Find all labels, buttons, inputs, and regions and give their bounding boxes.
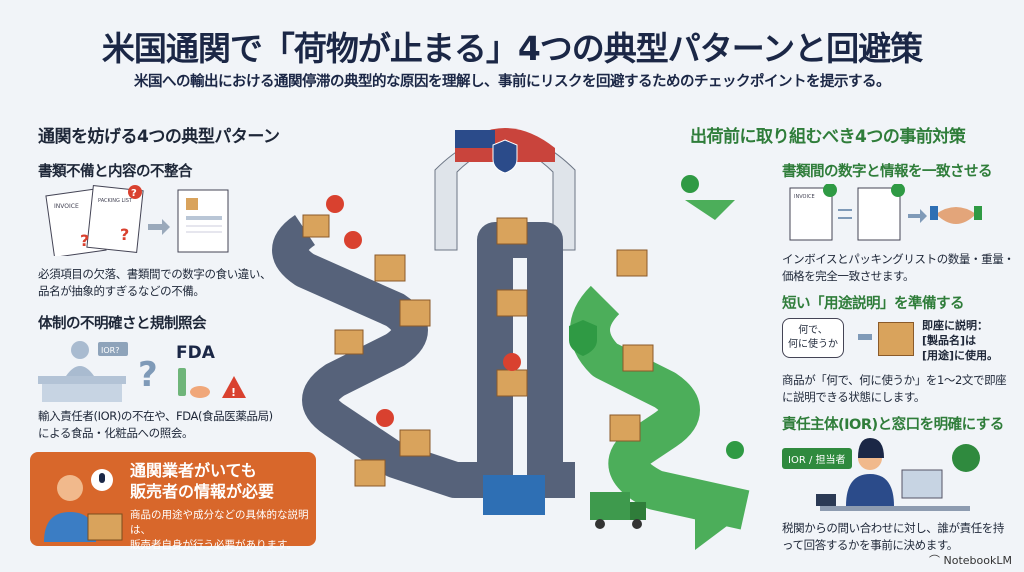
shield-icon: [569, 320, 597, 356]
seller-info-callout: 通関業者がいても 販売者の情報が必要 商品の用途や成分などの具体的な説明は、 販…: [30, 452, 316, 551]
ior-bubble: IOR?: [101, 346, 119, 355]
svg-text:?: ?: [120, 225, 129, 244]
desc-line: 品名が抽象的すぎるなどの不備。: [38, 284, 205, 298]
note-line: [用途]に使用。: [922, 349, 999, 362]
callout-desc: 販売者自身が行う必要があります。: [130, 539, 297, 551]
pattern-2-title: 体制の不明確さと規制照会: [38, 316, 207, 332]
desc-line: 輸入責任者(IOR)の不在や、FDA(食品医薬品局): [38, 409, 273, 423]
green-arrow-path: [570, 285, 750, 530]
right-heading: 出荷前に取り組むべき4つの事前対策: [690, 127, 966, 147]
invoice-label: INVOICE: [794, 194, 815, 200]
brand-label: NotebookLM: [943, 554, 1012, 567]
package-icon: [878, 322, 914, 356]
notebooklm-brand: ⌒ NotebookLM: [929, 552, 1012, 568]
matching-documents-icon: INVOICE: [789, 184, 982, 241]
callout-title: 販売者の情報が必要: [130, 482, 275, 501]
callout-desc: 商品の用途や成分などの具体的な説明は、: [130, 509, 309, 536]
measure-2-title: 短い「用途説明」を準備する: [782, 296, 965, 312]
invoice-label: INVOICE: [54, 203, 79, 210]
ior-contact-illustration: [816, 438, 980, 511]
customs-gate-arch-icon: [434, 128, 576, 251]
ior-fda-illustration: IOR? ? FDA !: [38, 341, 246, 402]
check-icons: [681, 175, 744, 459]
container-icon: [483, 475, 545, 515]
desc-line: 価格を完全一致させます。: [782, 269, 915, 283]
desc-line: に説明できる状態にします。: [782, 390, 925, 404]
stop-icons: [326, 195, 521, 427]
mismatched-documents-icon: INVOICE PACKING LIST ? ? ?: [45, 185, 229, 256]
usage-note: 即座に説明： [製品名]は [用途]に使用。: [922, 318, 998, 363]
page-title: 米国通関で「荷物が止まる」4つの典型パターンと回避策: [101, 29, 923, 68]
usage-speech-bubble: 何で、 何に使うか: [782, 318, 844, 358]
delivery-truck-icon: [590, 492, 646, 529]
measure-3-desc: 税関からの問い合わせに対し、誰が責任を持 って回答するかを事前に決めます。: [782, 520, 1004, 554]
ior-tag: IOR / 担当者: [782, 448, 852, 469]
svg-text:?: ?: [80, 231, 89, 250]
pattern-1-title: 書類不備と内容の不整合: [38, 164, 193, 180]
desc-line: って回答するかを事前に決めます。: [782, 538, 958, 552]
svg-text:?: ?: [131, 188, 137, 199]
pattern-1-desc: 必須項目の欠落、書類間での数字の食い違い、 品名が抽象的すぎるなどの不備。: [38, 266, 272, 300]
desc-line: インボイスとパッキングリストの数量・重量・: [782, 252, 1015, 266]
seller-with-box-icon: [44, 469, 123, 542]
svg-text:!: !: [231, 386, 236, 399]
conveyor-belt: [272, 215, 575, 498]
notebooklm-logo-icon: ⌒: [929, 554, 944, 567]
customs-flow-illustration: [272, 128, 750, 550]
pattern-2-desc: 輸入責任者(IOR)の不在や、FDA(食品医薬品局) による食品・化粧品への照会…: [38, 408, 273, 442]
officer-shield-icon: [952, 444, 980, 472]
measure-2-desc: 商品が「何で、何に使うか」を1～2文で即座 に説明できる状態にします。: [782, 372, 1007, 406]
callout-title: 通関業者がいても: [130, 461, 257, 480]
page-subtitle: 米国への輸出における通関停滞の典型的な原因を理解し、事前にリスクを回避するための…: [134, 74, 891, 90]
handshake-icon: [930, 206, 982, 224]
desc-line: 商品が「何で、何に使うか」を1～2文で即座: [782, 373, 1007, 387]
desc-line: 必須項目の欠落、書類間での数字の食い違い、: [38, 267, 272, 281]
measure-3-title: 責任主体(IOR)と窓口を明確にする: [782, 417, 1004, 433]
measure-1-desc: インボイスとパッキングリストの数量・重量・ 価格を完全一致させます。: [782, 251, 1015, 285]
bubble-line: 何で、: [798, 325, 828, 336]
bubble-line: 何に使うか: [788, 339, 838, 350]
packing-list-label: PACKING LIST: [98, 198, 133, 204]
phone-icon: [816, 494, 836, 506]
desc-line: 税関からの問い合わせに対し、誰が責任を持: [782, 521, 1004, 535]
fda-logo: FDA: [176, 343, 216, 363]
package-boxes: [302, 214, 654, 487]
desc-line: による食品・化粧品への照会。: [38, 426, 194, 440]
note-line: [製品名]は: [922, 334, 977, 347]
svg-text:?: ?: [138, 355, 158, 395]
left-heading: 通関を妨げる4つの典型パターン: [38, 127, 280, 147]
arrow-icon: [858, 334, 872, 340]
note-line: 即座に説明：: [922, 319, 988, 332]
measure-1-title: 書類間の数字と情報を一致させる: [782, 164, 993, 180]
